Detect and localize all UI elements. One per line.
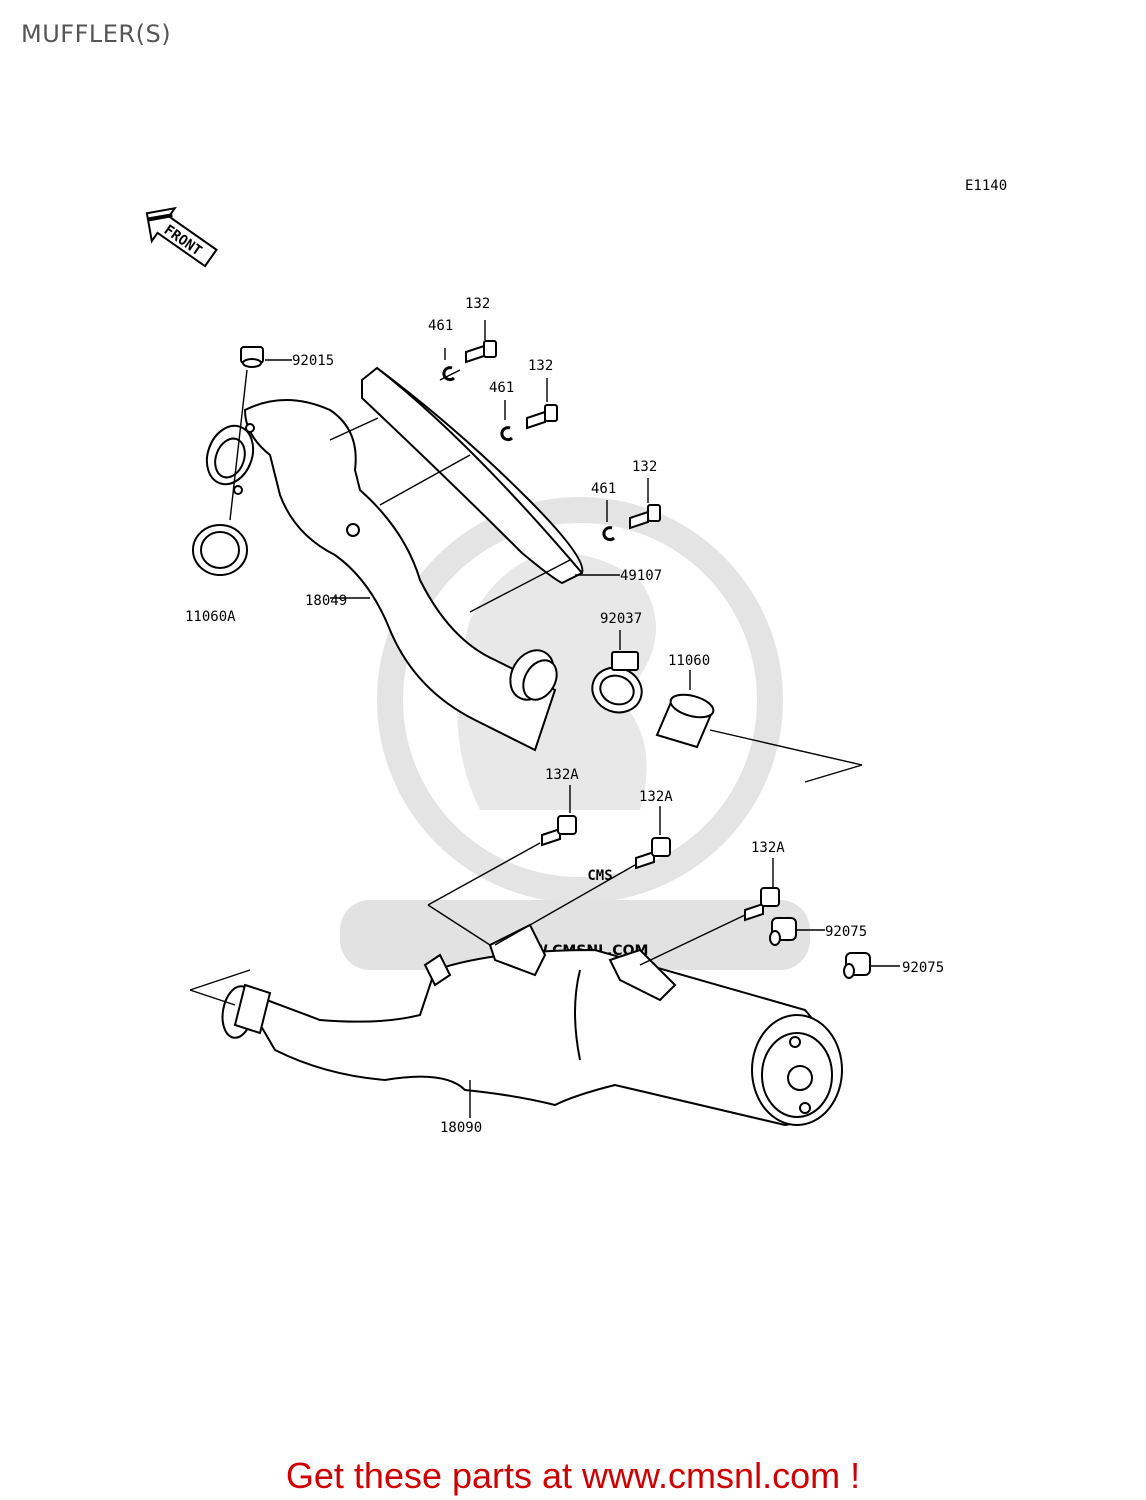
page-title: MUFFLER(S) (21, 20, 172, 48)
muffler-18090 (221, 923, 843, 1127)
label-18090: 18090 (440, 1120, 482, 1136)
label-92075-b: 92075 (902, 960, 944, 976)
exhaust-pipe-18049 (205, 399, 558, 752)
front-arrow-icon: FRONT (145, 206, 218, 268)
label-132A-1: 132A (545, 767, 579, 783)
label-461-a: 461 (428, 318, 453, 334)
grommets-92075 (769, 917, 871, 979)
label-132-b: 132 (528, 358, 553, 374)
label-461-b: 461 (489, 380, 514, 396)
clamp-92037 (591, 651, 643, 714)
nut-92015 (240, 346, 264, 368)
parts-shop-link[interactable]: Get these parts at www.cmsnl.com ! (285, 1455, 861, 1496)
footer-banner: Get these parts at www.cmsnl.com ! (0, 1455, 1146, 1497)
bolts-132 (465, 340, 661, 530)
label-132A-2: 132A (639, 789, 673, 805)
label-132A-3: 132A (751, 840, 785, 856)
gasket-11060A (192, 524, 248, 576)
heat-guard-49107 (361, 366, 584, 585)
label-132-a: 132 (465, 296, 490, 312)
label-11060A: 11060A (185, 609, 236, 625)
label-132-c: 132 (632, 459, 657, 475)
label-92037: 92037 (600, 611, 642, 627)
gasket-11060 (655, 693, 715, 749)
leader-lines-lower (189, 785, 900, 1118)
label-461-c: 461 (591, 481, 616, 497)
leader-lines-upper (229, 320, 863, 783)
diagram-code: E1140 (965, 178, 1007, 194)
bolts-132A (541, 815, 780, 922)
label-49107: 49107 (620, 568, 662, 584)
washers-461 (442, 366, 616, 542)
label-92075-a: 92075 (825, 924, 867, 940)
label-18049: 18049 (305, 593, 347, 609)
label-11060: 11060 (668, 653, 710, 669)
watermark-brand: CMS (587, 868, 612, 884)
label-92015: 92015 (292, 353, 334, 369)
